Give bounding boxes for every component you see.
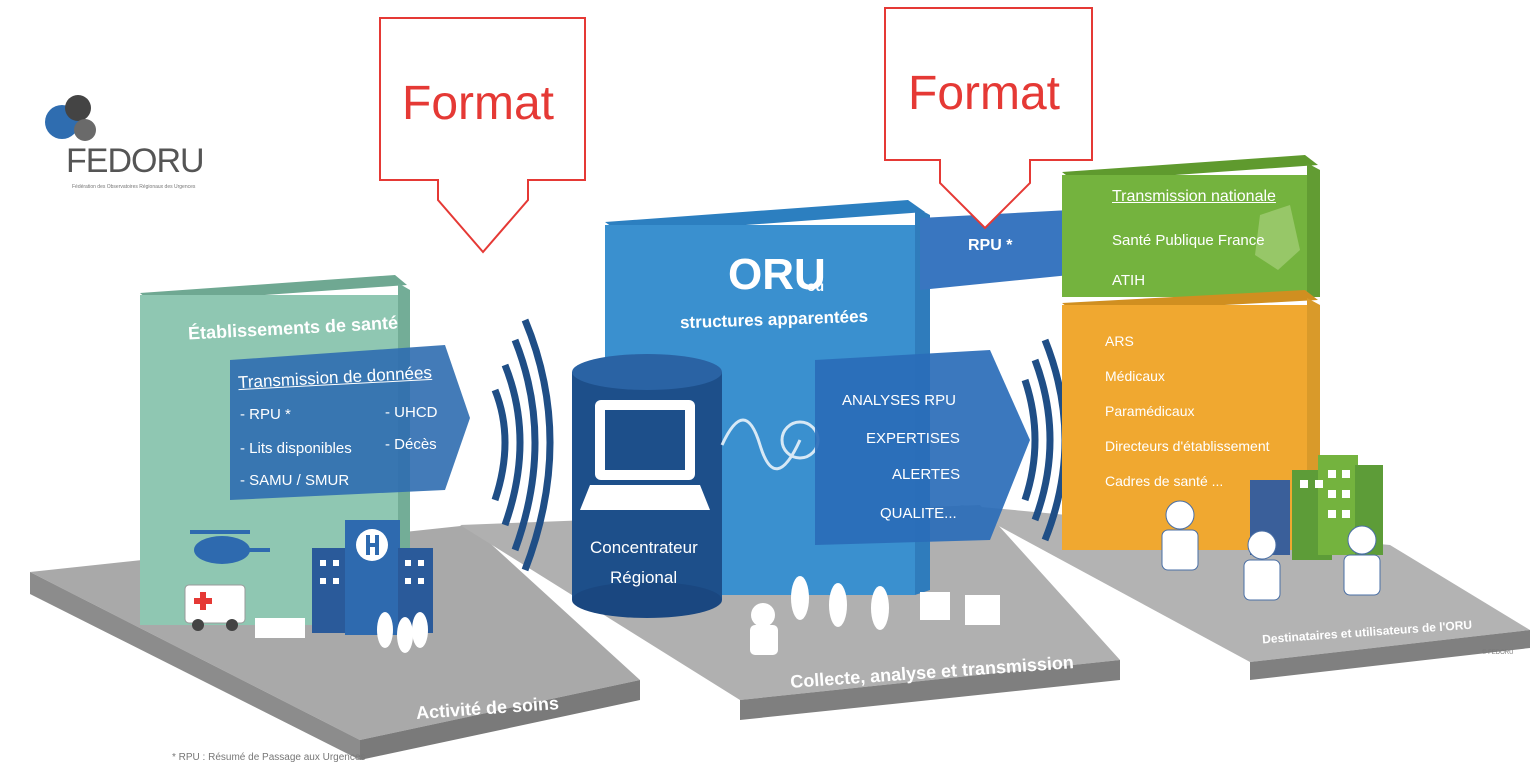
format-callout-left xyxy=(379,17,586,254)
patients-icons xyxy=(255,612,428,653)
national-box xyxy=(1062,155,1320,297)
signal-waves-left xyxy=(491,318,554,572)
data-item-lits: - Lits disponibles xyxy=(240,440,352,457)
database-cylinder xyxy=(572,354,722,618)
concentrateur-line1: Concentrateur xyxy=(590,538,698,557)
dest-item-paramedicaux: Paramédicaux xyxy=(1105,403,1195,419)
oru-title: ORU xyxy=(728,250,826,299)
data-item-samu: - SAMU / SMUR xyxy=(240,472,350,489)
rpu-arrow xyxy=(920,210,1085,290)
users-icons xyxy=(1161,500,1381,601)
output-alertes: ALERTES xyxy=(892,466,961,483)
dest-item-ars: ARS xyxy=(1105,333,1134,349)
callout-label-right: Format xyxy=(908,67,1061,120)
signal-waves-right xyxy=(1021,338,1069,542)
output-analyses: ANALYSES RPU xyxy=(842,392,956,409)
data-item-uhcd: - UHCD xyxy=(385,404,438,421)
concentrateur-line2: Régional xyxy=(610,568,678,587)
ambulance-icon xyxy=(184,584,246,631)
oru-title-suffix: ou xyxy=(807,278,825,294)
logo-tagline: Fédération des Observatoires Régionaux d… xyxy=(72,184,196,190)
footnote: * RPU : Résumé de Passage aux Urgences xyxy=(172,752,366,763)
staff-icons xyxy=(750,576,1000,655)
output-expertises: EXPERTISES xyxy=(866,430,960,447)
rpu-arrow-label: RPU * xyxy=(968,237,1013,254)
data-item-rpu: - RPU * xyxy=(240,406,291,423)
output-qualite: QUALITE... xyxy=(880,505,957,522)
national-item-spf: Santé Publique France xyxy=(1112,232,1265,249)
outputs-arrow xyxy=(815,350,1030,545)
transmission-arrow xyxy=(230,345,470,500)
dest-item-cadres: Cadres de santé ... xyxy=(1105,473,1224,489)
fedoru-logo-mark xyxy=(45,95,96,141)
dest-item-medicaux: Médicaux xyxy=(1105,368,1165,384)
national-title: Transmission nationale xyxy=(1112,188,1276,205)
national-item-atih: ATIH xyxy=(1112,272,1146,289)
dest-item-directeurs: Directeurs d'établissement xyxy=(1105,438,1270,454)
logo-name: FEDORU xyxy=(66,142,205,180)
data-item-deces: - Décès xyxy=(385,436,437,453)
callout-label-left: Format xyxy=(402,77,555,130)
format-callout-right xyxy=(884,7,1093,230)
copyright: © FEDORU xyxy=(1482,650,1514,656)
helicopter-icon xyxy=(190,530,270,564)
